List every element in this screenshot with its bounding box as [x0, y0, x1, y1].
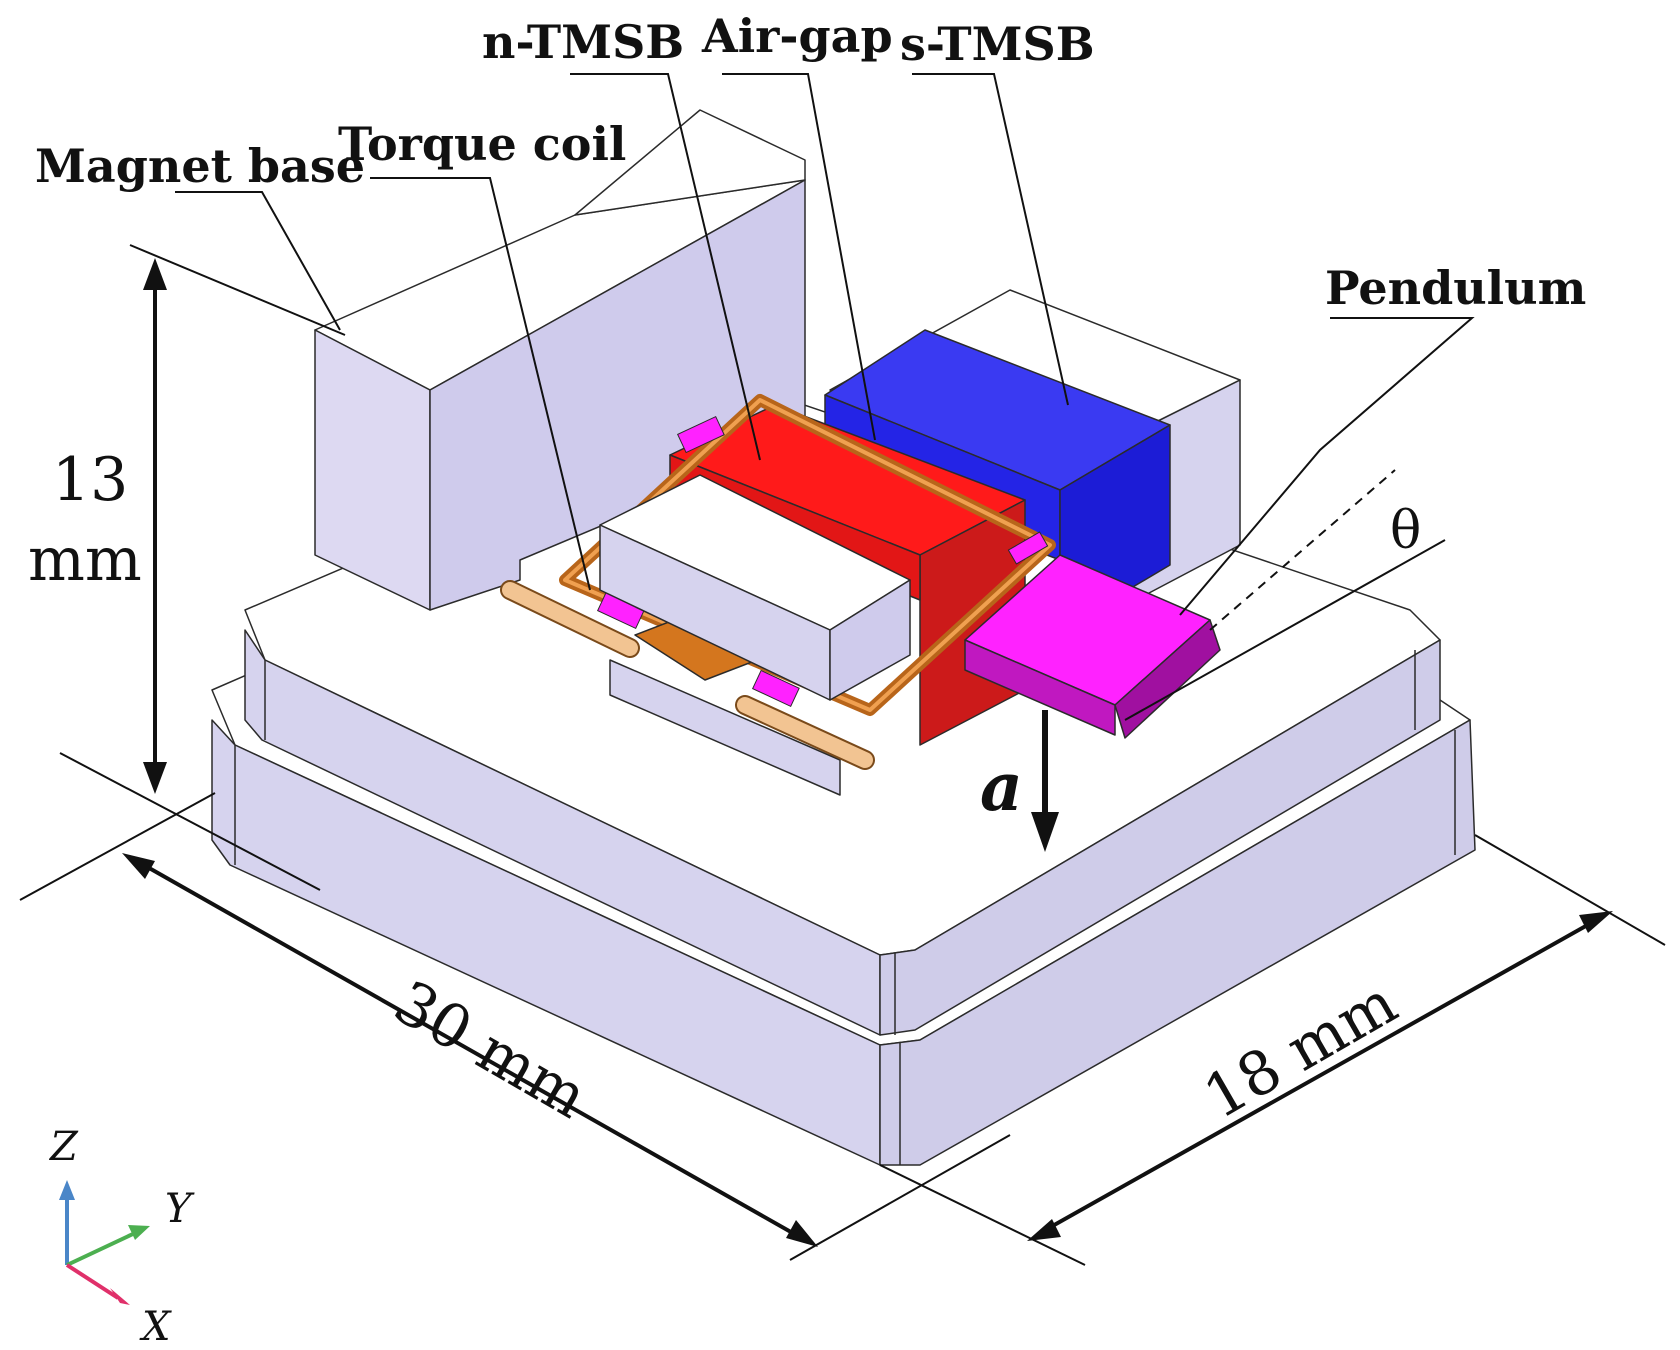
- pendulum: [964, 554, 1221, 739]
- x-axis-arrowhead: [110, 1288, 130, 1305]
- x-axis-label: X: [139, 1304, 172, 1350]
- s-tmsb-label: s-TMSB: [900, 17, 1095, 71]
- magnet-base-label: Magnet base: [35, 139, 365, 193]
- z-axis-arrowhead: [59, 1180, 75, 1200]
- height-unit-label: mm: [28, 525, 142, 595]
- acceleration-label: a: [980, 748, 1023, 826]
- y-axis-label: Y: [165, 1186, 195, 1232]
- length-dimension: [19, 752, 1011, 1261]
- x-axis-line: [65, 1263, 120, 1300]
- theta-label: θ: [1390, 501, 1421, 561]
- width-dimension: [879, 834, 1666, 1266]
- acceleration-arrow: [1031, 710, 1059, 852]
- pivot-pins: [500, 580, 875, 770]
- y-axis-line: [66, 1231, 136, 1267]
- theta-pendulum-line: [1124, 539, 1446, 721]
- height-value-label: 13: [52, 445, 128, 515]
- leader-lines: [175, 73, 1475, 616]
- z-axis-label: Z: [48, 1124, 79, 1170]
- air-gap-label: Air-gap: [701, 9, 893, 63]
- coil-pad-3: [751, 669, 800, 708]
- theta-reference-line: [1209, 469, 1396, 631]
- height-dimension: [129, 244, 346, 794]
- coordinate-axes: [59, 1180, 150, 1305]
- y-axis-arrowhead: [128, 1225, 150, 1240]
- n-tmsb-label: n-TMSB: [482, 15, 684, 69]
- coil-core-block: [599, 474, 911, 796]
- torque-coil-label: Torque coil: [338, 117, 626, 171]
- left-magnet-base: [314, 109, 806, 611]
- coil-pad-4: [1007, 531, 1049, 565]
- coil-pad-1: [676, 415, 725, 454]
- pendulum-label: Pendulum: [1325, 261, 1586, 315]
